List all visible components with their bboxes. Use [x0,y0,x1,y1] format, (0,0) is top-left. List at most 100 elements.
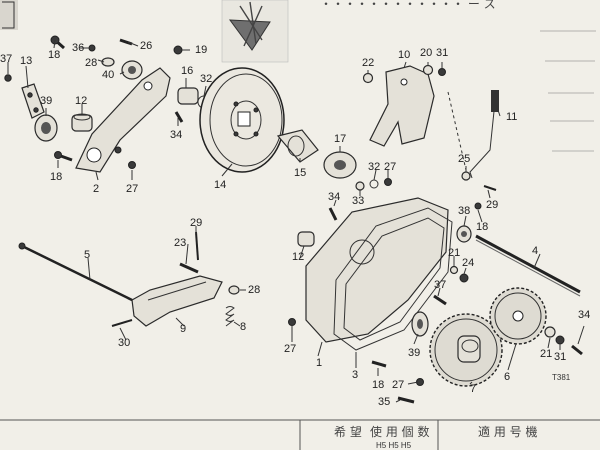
callout-34-right: 34 [578,309,590,321]
hub-15 [276,129,319,163]
callout-27-bottom: 27 [392,379,404,391]
gasket-3 [333,207,453,351]
callout-17: 17 [334,133,346,145]
callout-34: 34 [170,129,182,141]
callout-21: 21 [448,247,460,259]
shaft-5 [18,242,133,302]
callout-28-mid: 28 [248,284,260,296]
callout-1: 1 [316,357,322,369]
callout-21-low: 21 [540,348,552,360]
leader-lines [7,39,585,403]
callout-5: 5 [84,249,90,261]
callout-37-mid: 37 [434,279,446,291]
bearing-38 [456,225,472,243]
callout-39-low: 39 [408,347,420,359]
footer-label-model: 適 用 号 機 [478,424,537,439]
callout-35: 35 [378,396,390,408]
figure-code: T381 [552,373,571,382]
washer-21b [544,326,556,338]
pin-29b [483,185,497,191]
pencil-sketch-icon [221,0,289,63]
callout-24: 24 [462,257,474,269]
spring-8 [225,306,235,327]
callout-32: 32 [200,73,212,85]
callout-8: 8 [240,321,246,333]
sprocket-7 [429,313,503,387]
nut-27a [128,161,136,169]
callout-3: 3 [352,369,358,381]
bolt-35 [397,396,415,404]
callout-labels: 37 13 18 36 28 26 40 19 16 32 39 12 34 1… [0,40,590,408]
callout-27-low: 27 [284,343,296,355]
callout-7: 7 [470,383,476,395]
callout-30: 30 [118,337,130,349]
washer-28a [101,57,115,67]
bolt-23 [179,262,199,274]
washer-25 [461,171,471,181]
pin-30 [111,319,133,327]
faint-right-column [540,30,596,152]
collar-16 [177,87,199,105]
collar-12a [71,113,93,132]
flange-17 [323,151,357,179]
bolt-18b [54,151,73,162]
callout-18: 18 [48,49,60,61]
sprocket-6 [489,287,547,345]
callout-28: 28 [85,57,97,69]
nut-24 [459,273,469,283]
callout-39: 39 [40,95,52,107]
bolt-37a [4,74,12,82]
callout-36: 36 [72,42,84,54]
pin-29a [195,231,199,261]
callout-13: 13 [20,55,32,67]
callout-38: 38 [458,205,470,217]
callout-37: 37 [0,53,12,65]
nut-27c [288,318,296,326]
callout-18-lower: 18 [50,171,62,183]
callout-19: 19 [195,44,207,56]
callout-14: 14 [214,179,226,191]
lever-9 [131,275,223,327]
callout-25: 25 [458,153,470,165]
callout-40: 40 [102,69,114,81]
header-text: ・・・・・・・・・・・・ ー ス [320,0,496,11]
callout-12: 12 [75,95,87,107]
leader-dashed-a [447,91,467,171]
callout-31: 31 [436,47,448,59]
bearing-39a [34,114,58,142]
callout-23: 23 [174,237,186,249]
callout-29: 29 [190,217,202,229]
arm-2 [75,67,171,173]
plate-10 [369,65,435,147]
callout-18-low: 18 [372,379,384,391]
rod-11 [469,90,499,179]
bearing-40 [121,60,143,80]
bolt-34c [571,344,583,356]
case-1 [305,197,449,343]
washer-21a [449,265,459,275]
callout-22: 22 [362,57,374,69]
callout-16: 16 [181,65,193,77]
callout-32-mid: 32 [368,161,380,173]
nut-31a [438,68,446,76]
nut-31b [555,335,565,345]
callout-4: 4 [532,245,538,257]
page-corner-tab [0,0,18,30]
page-corner-mark [2,1,15,29]
collar-12b [297,231,315,247]
pulley-14 [199,67,285,173]
bearing-39b [411,311,429,337]
callout-15: 15 [294,167,306,179]
callout-27-mid: 27 [384,161,396,173]
washer-20 [422,64,434,76]
callout-26: 26 [140,40,152,52]
callout-29-right: 29 [486,199,498,211]
callout-2: 2 [93,183,99,195]
washer-28b [228,285,240,295]
callout-6: 6 [504,371,510,383]
callout-34-mid: 34 [328,191,340,203]
callout-33: 33 [352,195,364,207]
callout-11: 11 [506,111,517,123]
